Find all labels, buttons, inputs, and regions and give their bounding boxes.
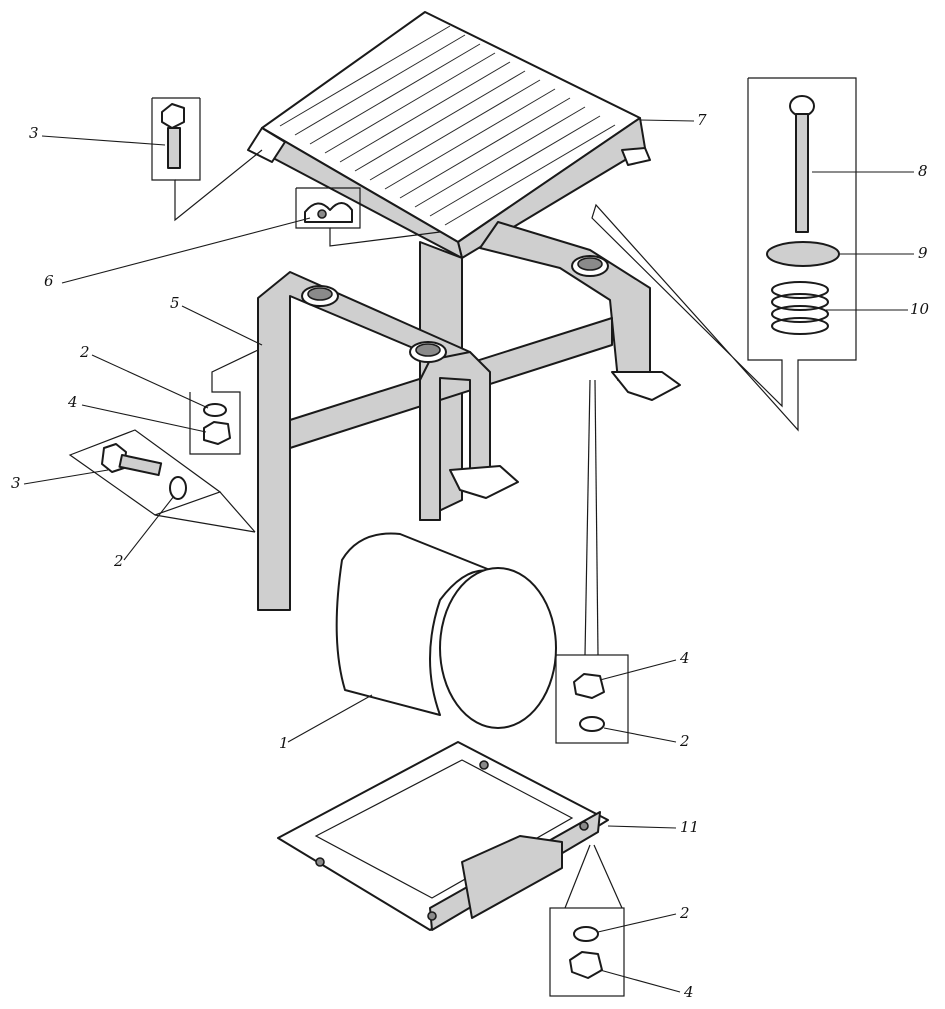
bracket-front (257, 271, 613, 611)
callout-bracket-left: 5 (170, 294, 180, 312)
callout-cover: 7 (697, 111, 707, 129)
battery-cylinder (335, 532, 557, 729)
callout-bolt-top-left: 3 (29, 124, 39, 142)
callout-washer-left: 2 (80, 343, 90, 361)
bolt-washer-lower-left-inset (68, 429, 256, 533)
nut-washer-mid-right-inset (555, 379, 629, 744)
washer-nut-left-inset (189, 349, 259, 455)
callout-spring-cup: 9 (918, 244, 928, 262)
callout-nut-mid-right: 4 (680, 649, 690, 667)
clamp-part (295, 187, 441, 247)
callout-washer-bottom-right: 2 (680, 904, 690, 922)
tray (277, 741, 609, 931)
callout-long-bolt: 8 (918, 162, 928, 180)
callout-nut-left: 4 (68, 393, 78, 411)
bolt-top-left-inset (151, 97, 263, 222)
callout-clamp: 6 (44, 272, 54, 290)
callout-bolt-lower-left: 3 (11, 474, 21, 492)
callout-nut-bottom-right: 4 (684, 983, 694, 1001)
callout-spring: 10 (910, 300, 930, 318)
callout-tray: 11 (680, 818, 700, 836)
callout-washer-mid-right: 2 (680, 732, 690, 750)
callout-washer-lower-left: 2 (114, 552, 124, 570)
callout-battery: 1 (279, 734, 289, 752)
spring-assembly-inset (591, 77, 857, 432)
leader-lines (23, 119, 914, 993)
